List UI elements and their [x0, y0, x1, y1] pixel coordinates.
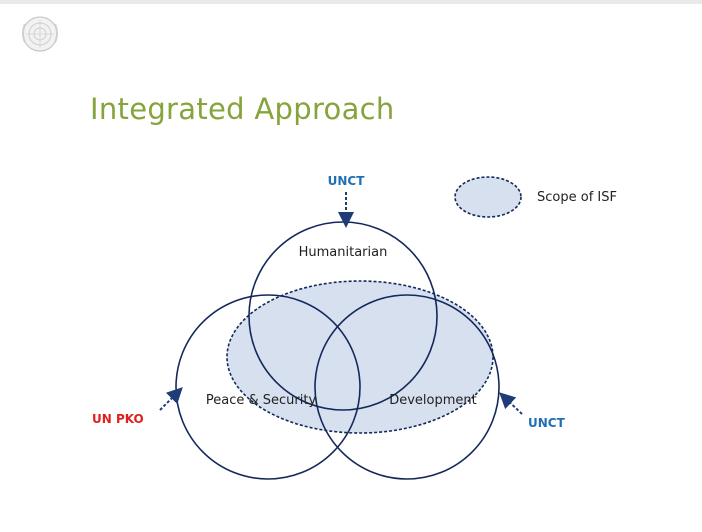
legend-label: Scope of ISF: [537, 190, 617, 205]
peace-security-circle: [175, 294, 361, 480]
actor-unct-top: UNCT: [328, 174, 366, 188]
humanitarian-label: Humanitarian: [299, 245, 388, 260]
isf-scope-area: [226, 280, 494, 434]
un-emblem-icon: [22, 16, 58, 52]
development-circle: [314, 294, 500, 480]
actor-un-pko: UN PKO: [92, 412, 144, 426]
top-rule: [0, 0, 702, 4]
arrow-unct-right: [499, 392, 523, 415]
actor-unct-right: UNCT: [528, 416, 566, 430]
peace-security-label: Peace & Security: [206, 393, 317, 408]
page-title: Integrated Approach: [90, 92, 395, 126]
development-label: Development: [389, 393, 477, 408]
legend-swatch: [454, 176, 522, 218]
